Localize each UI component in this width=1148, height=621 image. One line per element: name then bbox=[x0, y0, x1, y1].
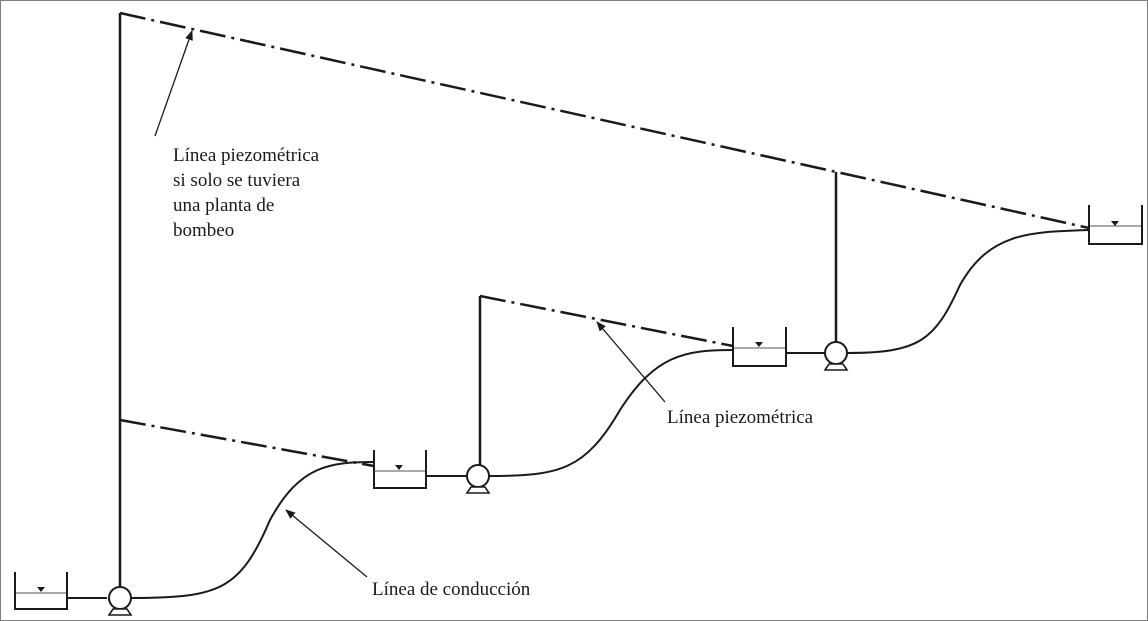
arrow-hgl bbox=[596, 321, 666, 403]
conduction-line-2 bbox=[488, 349, 734, 477]
source-tank bbox=[14, 572, 68, 610]
label-conduction: Línea de conducción bbox=[372, 579, 531, 600]
water-level-icon bbox=[37, 587, 45, 592]
water-level-icon bbox=[755, 342, 763, 347]
label-hgl-single-plant: Línea piezométrica si solo se tuviera un… bbox=[173, 143, 319, 243]
arrow-conduction bbox=[285, 509, 368, 578]
pump-icon bbox=[108, 586, 132, 610]
pump-icon bbox=[824, 341, 848, 365]
hgl-single-plant bbox=[119, 11, 1090, 230]
tank-2 bbox=[373, 450, 427, 489]
pump-2 bbox=[426, 464, 491, 494]
hgl-segment-2 bbox=[479, 294, 734, 348]
label-line: Línea piezométrica bbox=[173, 145, 320, 166]
hgl-segment-1 bbox=[119, 418, 375, 468]
arrow-hgl-single-plant bbox=[154, 30, 193, 137]
water-level-icon bbox=[395, 465, 403, 470]
water-level-icon bbox=[1111, 221, 1119, 226]
conduction-line-1 bbox=[130, 461, 375, 599]
label-line: si solo se tuviera bbox=[173, 170, 301, 191]
destination-tank bbox=[1088, 205, 1143, 245]
pump-3 bbox=[786, 341, 849, 371]
label-line: bombeo bbox=[173, 220, 235, 241]
tank-3 bbox=[732, 327, 787, 367]
pump-icon bbox=[466, 464, 490, 488]
label-hgl: Línea piezométrica bbox=[667, 407, 814, 428]
label-line: una planta de bbox=[173, 195, 275, 216]
conduction-line-3 bbox=[846, 229, 1090, 354]
pump-1 bbox=[67, 586, 133, 616]
